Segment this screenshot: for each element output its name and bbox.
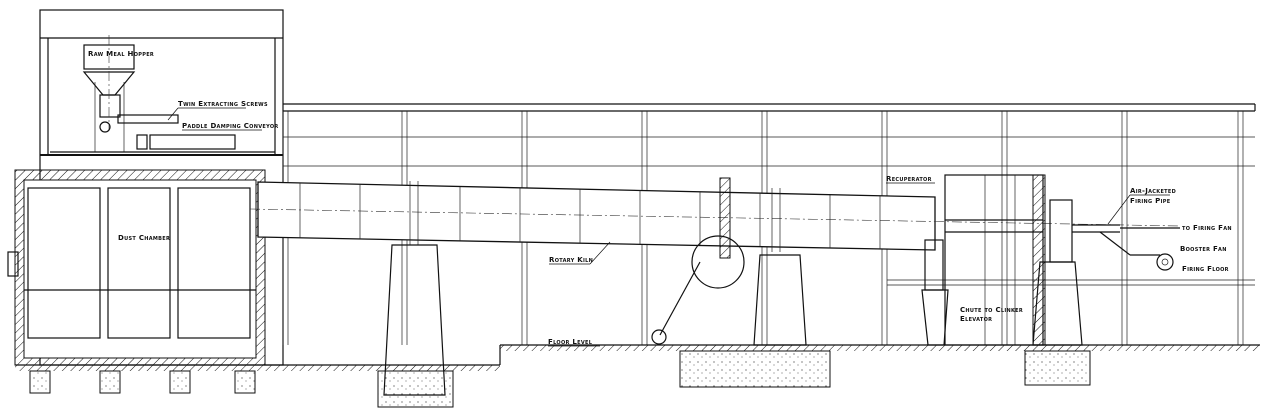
label-firing-pipe: Firing Pipe xyxy=(1130,197,1171,205)
raw-meal-hopper xyxy=(50,35,275,153)
label-chute-to-clinker: Chute to Clinker xyxy=(960,306,1023,314)
label-twin-extracting-screws: Twin Extracting Screws xyxy=(178,100,268,108)
label-raw-meal-hopper: Raw Meal Hopper xyxy=(88,50,154,58)
label-floor-level: Floor Level xyxy=(548,338,593,346)
rotary-kiln xyxy=(249,177,1181,345)
ground-foundations xyxy=(15,344,1260,408)
label-firing-floor: Firing Floor xyxy=(1182,265,1229,273)
label-recuperator: Recuperator xyxy=(886,175,932,183)
label-rotary-kiln: Rotary Kiln xyxy=(549,256,593,264)
label-booster-fan: Booster Fan xyxy=(1180,245,1227,253)
label-elevator: Elevator xyxy=(960,315,992,323)
label-air-jacketed: Air-Jacketed xyxy=(1130,187,1176,195)
label-to-firing-fan: to Firing Fan xyxy=(1182,224,1232,232)
label-dust-chamber: Dust Chamber xyxy=(118,234,170,242)
dust-chamber xyxy=(7,169,266,366)
label-paddle-damping-conveyor: Paddle Damping Conveyor xyxy=(182,122,279,130)
